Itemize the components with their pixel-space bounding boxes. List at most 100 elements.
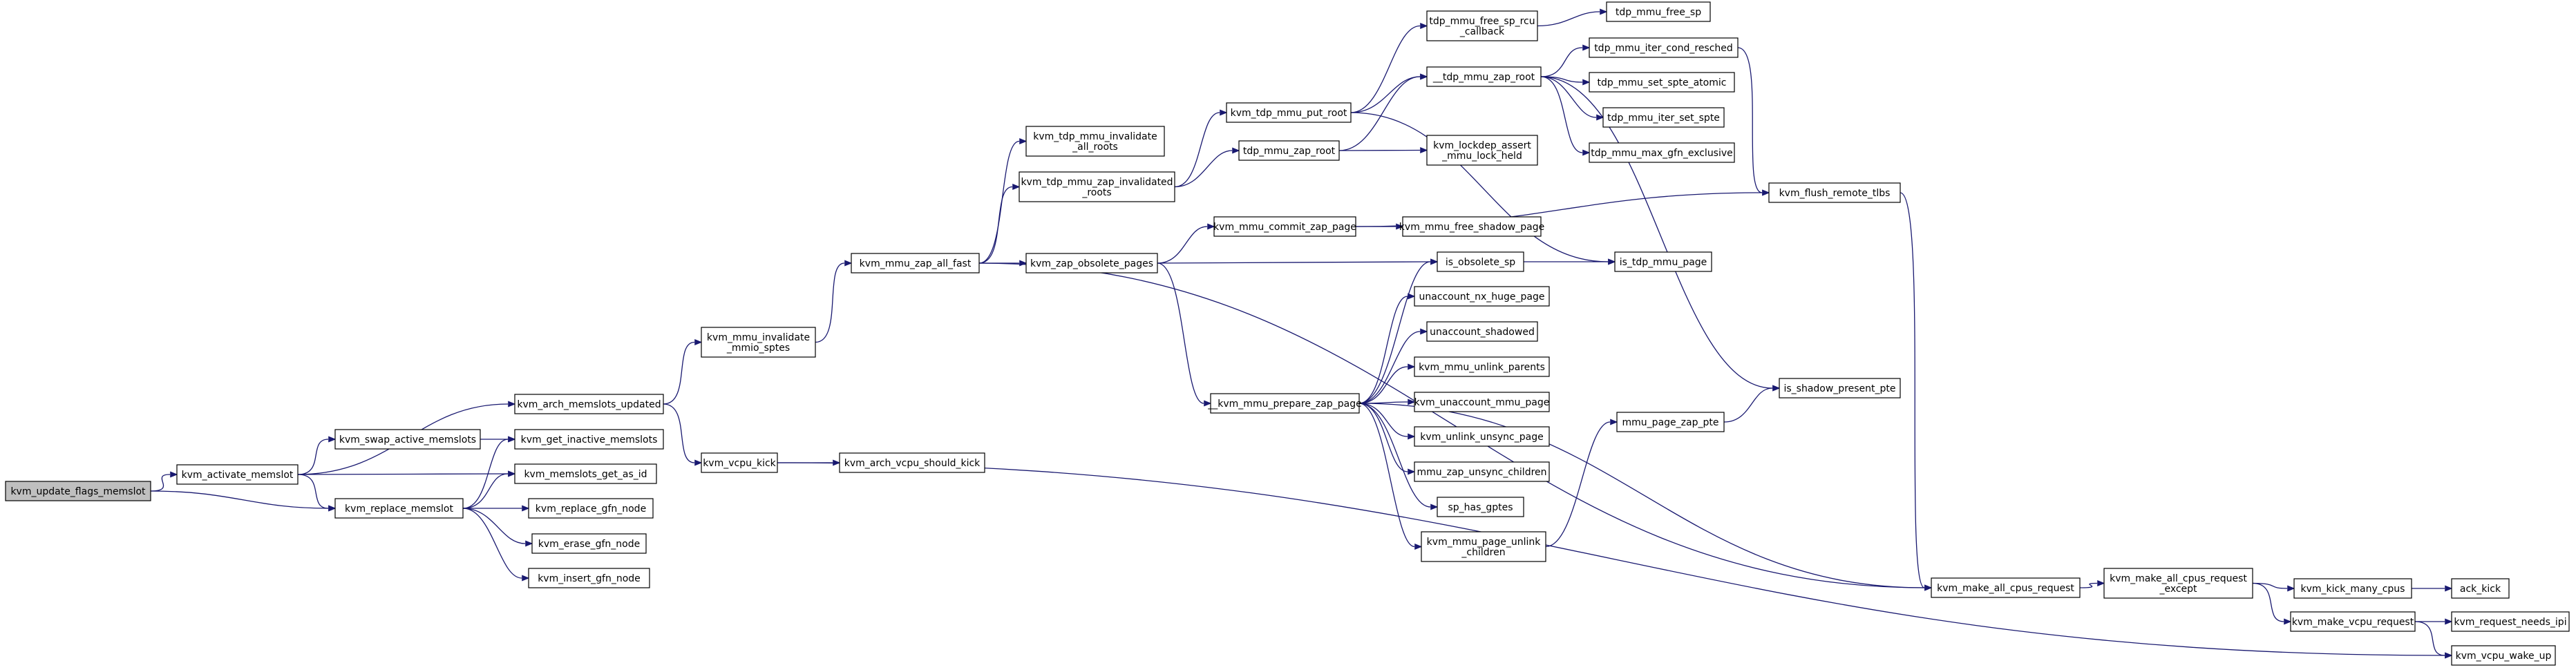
edge-line [2079, 582, 2098, 588]
function-node-kvm-erase-gfn-node[interactable]: kvm_erase_gfn_node [531, 533, 647, 554]
node-box [2293, 578, 2412, 599]
node-box [1414, 356, 1550, 377]
node-label: _roots [1081, 187, 1111, 198]
node-label: tdp_mmu_free_sp_rcu [1429, 16, 1535, 27]
edge-line [1157, 262, 1204, 404]
function-node-kvm-flush-remote-tlbs[interactable]: kvm_flush_remote_tlbs [1768, 182, 1901, 203]
arrowhead [1430, 503, 1439, 510]
function-node-kvm-mmu-page-unlink-children[interactable]: kvm_mmu_page_unlink_children [1421, 531, 1546, 562]
function-node-kvm-vcpu-kick[interactable]: kvm_vcpu_kick [701, 452, 778, 473]
function-node-is-shadow-present-pte[interactable]: is_shadow_present_pte [1779, 378, 1901, 399]
function-node-kvm-unlink-unsync-page[interactable]: kvm_unlink_unsync_page [1414, 426, 1550, 447]
edge-line [462, 508, 526, 544]
arrowhead [1408, 399, 1416, 405]
call-edge [1358, 403, 1423, 550]
function-node-kvm-arch-memslots-updated[interactable]: kvm_arch_memslots_updated [514, 394, 664, 414]
function-node-kvm-lockdep-assert-mmu-lock-held[interactable]: kvm_lockdep_assert_mmu_lock_held [1426, 135, 1538, 166]
arrowhead [1414, 544, 1423, 550]
function-node-is-tdp-mmu-page[interactable]: is_tdp_mmu_page [1614, 251, 1712, 272]
call-edge [1157, 262, 1212, 407]
function-node-tdp-mmu-free-sp-rcu-callback[interactable]: tdp_mmu_free_sp_rcu_callback [1426, 10, 1538, 41]
edge-line [1350, 25, 1421, 113]
node-label: _all_roots [1072, 142, 1118, 153]
function-node-tdp-mmu-max-gfn-exclusive[interactable]: tdp_mmu_max_gfn_exclusive [1589, 142, 1735, 163]
function-node-tdp-mmu-zap-root[interactable]: tdp_mmu_zap_root [1238, 140, 1340, 161]
edge-line [663, 341, 695, 405]
function-node-kvm-request-needs-ipi[interactable]: kvm_request_needs_ipi [2451, 611, 2570, 632]
node-box [1402, 216, 1542, 237]
arrowhead [694, 339, 703, 345]
function-node-kvm-mmu-prepare-zap-page[interactable]: __kvm_mmu_prepare_zap_page [1207, 393, 1362, 414]
node-label: _callback [1459, 26, 1505, 37]
arrowhead [2445, 618, 2453, 625]
arrowhead [1207, 223, 1215, 230]
edge-line [1540, 47, 1583, 77]
function-node-unaccount-nx-huge-page[interactable]: unaccount_nx_huge_page [1414, 286, 1550, 307]
function-node-kvm-activate-memslot[interactable]: kvm_activate_memslot [176, 464, 299, 485]
edge-line [1157, 261, 1431, 264]
edge-line [1545, 421, 1611, 548]
call-edge [1157, 223, 1215, 264]
call-edge [1358, 258, 1439, 404]
node-box [1226, 102, 1352, 123]
call-edge [1358, 363, 1416, 404]
function-node-kvm-swap-active-memslots[interactable]: kvm_swap_active_memslots [334, 429, 481, 450]
function-node-kvm-update-flags-memslot[interactable]: kvm_update_flags_memslot [5, 481, 151, 501]
edge-line [1350, 112, 1609, 262]
call-edge [1540, 44, 1591, 77]
node-box [1025, 126, 1165, 157]
function-node-kvm-memslots-get-as-id[interactable]: kvm_memslots_get_as_id [514, 463, 657, 484]
function-node-tdp-mmu-zap-root[interactable]: __tdp_mmu_zap_root [1426, 66, 1542, 87]
function-node-is-obsolete-sp[interactable]: is_obsolete_sp [1437, 251, 1524, 272]
function-node-kvm-tdp-mmu-put-root[interactable]: kvm_tdp_mmu_put_root [1226, 102, 1352, 123]
function-node-unaccount-shadowed[interactable]: unaccount_shadowed [1426, 321, 1538, 342]
function-node-mmu-zap-unsync-children[interactable]: mmu_zap_unsync_children [1414, 461, 1550, 482]
function-node-kvm-mmu-free-shadow-page[interactable]: kvm_mmu_free_shadow_page [1399, 216, 1544, 237]
arrowhead [1220, 109, 1228, 116]
call-edges [150, 8, 2453, 659]
function-node-kvm-unaccount-mmu-page[interactable]: kvm_unaccount_mmu_page [1414, 392, 1550, 412]
arrowhead [328, 505, 337, 512]
function-node-kvm-arch-vcpu-should-kick[interactable]: kvm_arch_vcpu_should_kick [839, 452, 985, 473]
function-node-kvm-get-inactive-memslots[interactable]: kvm_get_inactive_memslots [514, 429, 664, 450]
call-edge [297, 474, 337, 512]
edge-line [150, 474, 171, 492]
call-edge [2412, 585, 2453, 592]
call-edge [1358, 328, 1428, 404]
function-node-kvm-tdp-mmu-zap-invalidated-roots[interactable]: kvm_tdp_mmu_zap_invalidated_roots [1019, 171, 1175, 202]
function-node-kvm-zap-obsolete-pages[interactable]: kvm_zap_obsolete_pages [1025, 253, 1158, 273]
node-label: kvm_memslots_get_as_id [524, 469, 647, 480]
function-node-ack-kick[interactable]: ack_kick [2451, 578, 2510, 599]
function-node-kvm-make-all-cpus-request-except[interactable]: kvm_make_all_cpus_request_except [2103, 568, 2253, 599]
function-node-kvm-mmu-zap-all-fast[interactable]: kvm_mmu_zap_all_fast [851, 253, 980, 273]
node-label: kvm_mmu_unlink_parents [1419, 362, 1545, 373]
function-node-kvm-make-vcpu-request[interactable]: kvm_make_vcpu_request [2290, 611, 2416, 632]
function-node-kvm-insert-gfn-node[interactable]: kvm_insert_gfn_node [528, 568, 650, 588]
node-label: kvm_tdp_mmu_invalidate [1033, 131, 1157, 142]
call-edge [663, 339, 703, 405]
function-node-kvm-mmu-invalidate-mmio-sptes[interactable]: kvm_mmu_invalidate_mmio_sptes [701, 327, 816, 358]
function-node-tdp-mmu-iter-set-spte[interactable]: tdp_mmu_iter_set_spte [1602, 107, 1725, 128]
function-node-tdp-mmu-iter-cond-resched[interactable]: tdp_mmu_iter_cond_resched [1589, 37, 1739, 58]
function-node-kvm-tdp-mmu-invalidate-all-roots[interactable]: kvm_tdp_mmu_invalidate_all_roots [1025, 126, 1165, 157]
edge-line [1358, 296, 1408, 404]
function-node-kvm-replace-gfn-node[interactable]: kvm_replace_gfn_node [528, 498, 654, 519]
function-node-tdp-mmu-free-sp[interactable]: tdp_mmu_free_sp [1606, 1, 1711, 22]
function-node-sp-has-gptes[interactable]: sp_has_gptes [1437, 497, 1524, 517]
call-edge [777, 462, 2453, 659]
node-label: tdp_mmu_iter_cond_resched [1594, 43, 1733, 54]
arrowhead [1019, 260, 1027, 267]
function-node-tdp-mmu-set-spte-atomic[interactable]: tdp_mmu_set_spte_atomic [1589, 72, 1735, 93]
node-label: kvm_lockdep_assert [1433, 140, 1531, 151]
function-node-mmu-page-zap-pte[interactable]: mmu_page_zap_pte [1616, 412, 1725, 432]
function-node-kvm-replace-memslot[interactable]: kvm_replace_memslot [334, 498, 464, 519]
node-box [1589, 142, 1735, 163]
function-node-kvm-mmu-commit-zap-page[interactable]: kvm_mmu_commit_zap_page [1213, 216, 1356, 237]
function-node-kvm-mmu-unlink-parents[interactable]: kvm_mmu_unlink_parents [1414, 356, 1550, 377]
node-label: _mmu_lock_held [1441, 151, 1522, 162]
function-node-kvm-make-all-cpus-request[interactable]: kvm_make_all_cpus_request [1931, 577, 2081, 598]
arrowhead [1924, 584, 1933, 591]
function-node-kvm-vcpu-wake-up[interactable]: kvm_vcpu_wake_up [2451, 645, 2556, 666]
function-node-kvm-kick-many-cpus[interactable]: kvm_kick_many_cpus [2293, 578, 2412, 599]
